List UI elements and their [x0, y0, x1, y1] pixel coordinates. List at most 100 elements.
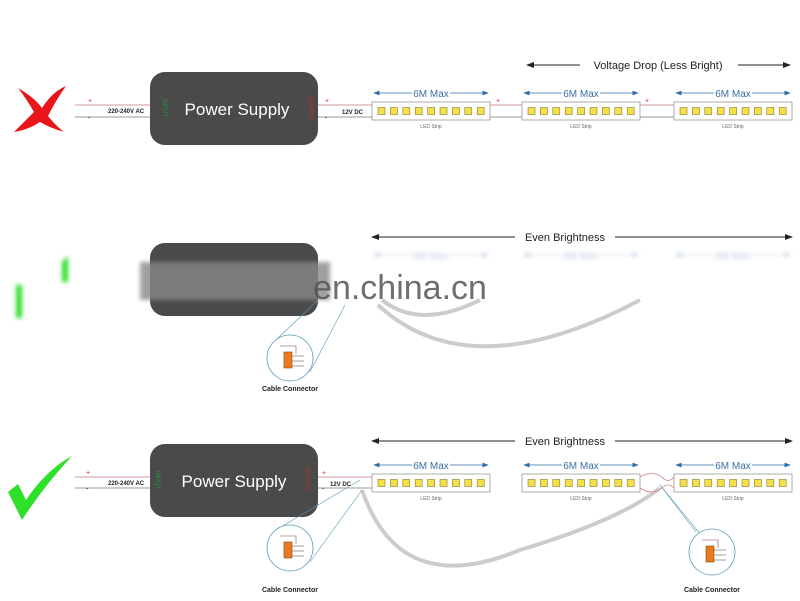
- led-chip: [716, 479, 725, 487]
- max-length-label: 6M Max: [715, 461, 751, 472]
- led-chip: [402, 107, 411, 115]
- green-check-icon: [8, 456, 72, 520]
- cable-connector-icon: [266, 524, 314, 572]
- led-chip: [540, 107, 548, 115]
- callout-line: [275, 479, 361, 531]
- led-chip: [679, 479, 688, 487]
- led-chip: [577, 479, 585, 487]
- led-strip-label: LED Strip: [722, 124, 744, 130]
- watermark-smear: [140, 262, 330, 300]
- max-length-label: 6M Max: [563, 461, 599, 472]
- led-chip: [589, 107, 598, 115]
- max-length-label: 6M Max: [413, 89, 449, 100]
- led-strip-segment: 6M Max: [523, 251, 639, 262]
- led-chip: [741, 479, 750, 487]
- dc-label: 12V DC: [330, 482, 352, 488]
- led-chip: [464, 479, 473, 487]
- led-chip: [452, 479, 460, 487]
- led-strip-label: LED Strip: [570, 496, 592, 502]
- led-chip: [377, 479, 386, 487]
- max-length-label: 6M Max: [563, 89, 599, 100]
- input-label: INPUT: [161, 99, 167, 117]
- dc-label: 12V DC: [342, 110, 364, 116]
- red-x-icon: [14, 86, 66, 132]
- led-chip: [614, 107, 623, 115]
- led-chip: [427, 107, 435, 115]
- led-strip-label: LED Strip: [570, 124, 592, 130]
- led-strip-segment: 6M Max: [373, 251, 489, 262]
- green-check-icon: [16, 256, 68, 318]
- row-wrong-wiring: + - 220-240V AC Power Supply INPUT OUTPU…: [14, 60, 793, 145]
- led-chip: [552, 479, 561, 487]
- power-supply-box: [150, 72, 318, 145]
- max-length-label: 6M Max: [715, 251, 751, 262]
- input-label: INPUT: [154, 471, 160, 489]
- led-chip: [602, 479, 610, 487]
- jumper-cable: [380, 298, 481, 317]
- led-chip: [778, 479, 787, 487]
- plus-sign: +: [645, 98, 649, 105]
- plus-sign: +: [325, 98, 329, 105]
- led-chip: [754, 107, 762, 115]
- led-chip: [476, 107, 485, 115]
- row-correct-wiring: + - 220-240V AC Power Supply INPUT OUTPU…: [8, 436, 793, 594]
- led-chip: [614, 479, 623, 487]
- cable-connector-icon: [688, 528, 736, 576]
- power-supply-label: Power Supply: [182, 472, 287, 491]
- max-length-label: 6M Max: [715, 89, 751, 100]
- led-chip: [729, 107, 737, 115]
- led-strip-label: LED Strip: [420, 124, 442, 130]
- led-chip: [692, 479, 700, 487]
- led-chip: [402, 479, 411, 487]
- led-chip: [414, 107, 423, 115]
- led-chip: [552, 107, 561, 115]
- led-strip-segment: 6M Max: [675, 251, 791, 262]
- even-brightness-label: Even Brightness: [525, 436, 606, 448]
- led-chip: [692, 107, 700, 115]
- callout-line: [309, 489, 363, 563]
- output-label: OUTPUT: [304, 468, 310, 493]
- led-chip: [564, 479, 573, 487]
- watermark: en.china.cn: [313, 269, 487, 307]
- led-chip: [414, 479, 423, 487]
- led-chip: [577, 107, 585, 115]
- cable-connector-label: Cable Connector: [684, 587, 740, 594]
- voltage-drop-label: Voltage Drop (Less Bright): [593, 60, 722, 72]
- jumper-cable: [360, 486, 662, 568]
- plus-sign: +: [322, 470, 326, 477]
- led-chip: [427, 479, 435, 487]
- link-wire: [639, 473, 675, 481]
- led-chip: [464, 107, 473, 115]
- output-label: OUTPUT: [307, 96, 313, 121]
- led-chip: [377, 107, 386, 115]
- led-chip: [452, 107, 460, 115]
- led-chip: [602, 107, 610, 115]
- plus-sign: +: [496, 98, 500, 105]
- power-supply-label: Power Supply: [185, 100, 290, 119]
- callout-line: [659, 484, 697, 533]
- led-chip: [564, 107, 573, 115]
- minus-sign: -: [322, 486, 325, 493]
- led-strip-label: LED Strip: [420, 496, 442, 502]
- led-chip: [540, 479, 548, 487]
- led-chip: [626, 479, 635, 487]
- max-length-label: 6M Max: [563, 251, 599, 262]
- led-chip: [729, 479, 737, 487]
- plus-sign: +: [86, 470, 90, 477]
- led-chip: [527, 479, 536, 487]
- led-chip: [679, 107, 688, 115]
- callout-line: [275, 299, 319, 341]
- minus-sign: -: [88, 115, 91, 122]
- led-chip: [390, 479, 398, 487]
- led-chip: [390, 107, 398, 115]
- cable-connector-icon: [266, 334, 314, 382]
- led-chip: [626, 107, 635, 115]
- cable-connector-label: Cable Connector: [262, 587, 318, 594]
- max-length-label: 6M Max: [413, 461, 449, 472]
- cable-connector-label: Cable Connector: [262, 386, 318, 393]
